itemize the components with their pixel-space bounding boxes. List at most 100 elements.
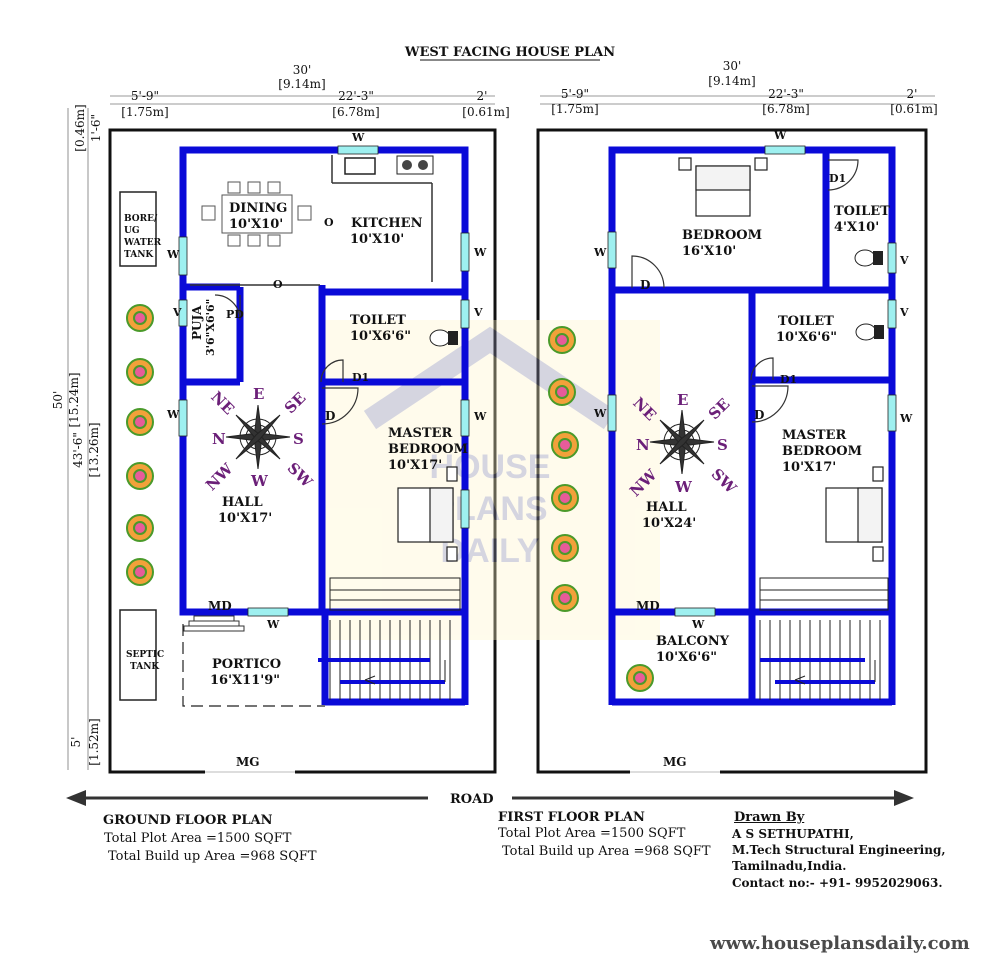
first-mg-label: MG bbox=[663, 755, 687, 769]
ground-mg-label: MG bbox=[236, 755, 260, 769]
ground-d1-label: D1 bbox=[352, 371, 370, 384]
first-walls bbox=[608, 146, 896, 706]
w-label: W bbox=[474, 410, 487, 423]
first-plot-area: Total Plot Area =1500 SQFT bbox=[498, 826, 686, 841]
w-label: W bbox=[267, 618, 280, 631]
first-d-label: D bbox=[640, 278, 651, 292]
v-label: V bbox=[173, 306, 182, 319]
ground-kitchen-size: 10'X10' bbox=[350, 232, 405, 247]
dim-top-ft: 1'-6" bbox=[89, 114, 103, 142]
dim-top-m: [0.46m] bbox=[73, 104, 87, 151]
v-label: V bbox=[474, 306, 483, 319]
first-toilet-size: 10'X6'6" bbox=[776, 330, 838, 345]
first-d2-label: D bbox=[754, 408, 765, 422]
first-caption: FIRST FLOOR PLAN bbox=[498, 810, 645, 825]
first-staircase bbox=[759, 577, 889, 700]
dim-inner-m: [13.26m] bbox=[87, 422, 101, 477]
first-toilet-a-label: TOILET bbox=[834, 204, 890, 219]
ground-caption: GROUND FLOOR PLAN bbox=[103, 813, 273, 828]
ground-hall-label: HALL bbox=[222, 495, 263, 510]
puja-door: PD bbox=[226, 308, 244, 321]
first-plot-boundary bbox=[536, 128, 928, 774]
first-build-area: Total Build up Area =968 SQFT bbox=[502, 844, 711, 859]
ground-doors bbox=[214, 294, 359, 425]
svg-text:[0.61m]: [0.61m] bbox=[890, 102, 937, 116]
dim-bottom-ft: 5' bbox=[69, 737, 83, 748]
puja-size: 3'6"X6'6" bbox=[204, 298, 217, 356]
first-master-label-2: BEDROOM bbox=[782, 444, 863, 459]
w-label: W bbox=[352, 131, 365, 144]
first-d1-label: D1 bbox=[780, 373, 798, 386]
first-windows bbox=[607, 145, 897, 617]
plant-icon bbox=[551, 534, 579, 562]
first-toilet-label: TOILET bbox=[778, 314, 834, 329]
author-qualification: M.Tech Structural Engineering, bbox=[732, 843, 946, 857]
first-toilet-icons bbox=[854, 249, 884, 341]
compass-s: S bbox=[717, 436, 728, 454]
o-label: O bbox=[324, 216, 334, 229]
compass-w: W bbox=[675, 478, 692, 496]
puja-label: PUJA bbox=[190, 305, 204, 340]
bore-tank-box bbox=[119, 191, 157, 267]
plan-title: WEST FACING HOUSE PLAN bbox=[404, 45, 615, 60]
ground-master-size: 10'X17' bbox=[388, 458, 443, 473]
w-label: W bbox=[474, 246, 487, 259]
first-bedroom-size: 16'X10' bbox=[682, 244, 737, 259]
septic-label-2: TANK bbox=[130, 662, 160, 672]
dim-length-ft: 50' bbox=[51, 391, 65, 410]
first-master-label-1: MASTER bbox=[782, 428, 847, 443]
first-dimensions: 30' [9.14m] 5'-9" [1.75m] 22'-3" [6.78m]… bbox=[540, 59, 938, 116]
stove-icon bbox=[396, 155, 434, 175]
ground-windows bbox=[178, 145, 470, 617]
dim-mid-m: [6.78m] bbox=[332, 105, 379, 119]
plant-icon bbox=[126, 514, 154, 542]
compass-icon-first bbox=[649, 409, 715, 475]
author-name: A S SETHUPATHI, bbox=[732, 827, 854, 841]
svg-text:22'-3": 22'-3" bbox=[768, 87, 804, 101]
portico-size: 16'X11'9" bbox=[210, 673, 281, 688]
w-label: W bbox=[594, 407, 607, 420]
road-arrow bbox=[66, 790, 914, 806]
plant-icon bbox=[548, 378, 576, 406]
balcony-size: 10'X6'6" bbox=[656, 650, 718, 665]
ground-toilet-icon bbox=[429, 329, 458, 347]
plant-icon bbox=[626, 664, 654, 692]
balcony-label: BALCONY bbox=[656, 634, 730, 649]
dim-length-m: [15.24m] bbox=[67, 372, 81, 427]
v-label: V bbox=[900, 306, 909, 319]
plant-icon bbox=[548, 326, 576, 354]
compass-w: W bbox=[251, 472, 268, 490]
first-md-label: MD bbox=[636, 599, 660, 613]
septic-label-1: SEPTIC bbox=[126, 650, 165, 660]
first-bedroom-label: BEDROOM bbox=[682, 228, 763, 243]
plant-icon bbox=[126, 558, 154, 586]
first-bed-top-icon bbox=[678, 157, 768, 217]
dim-bottom-m: [1.52m] bbox=[87, 718, 101, 765]
dim-left-ft: 5'-9" bbox=[131, 89, 159, 103]
ground-plot-area: Total Plot Area =1500 SQFT bbox=[104, 831, 292, 846]
plant-icon bbox=[126, 304, 154, 332]
svg-text:[6.78m]: [6.78m] bbox=[762, 102, 809, 116]
first-hall-label: HALL bbox=[646, 500, 687, 515]
first-d1a-label: D1 bbox=[829, 172, 847, 185]
w-label: W bbox=[594, 246, 607, 259]
website-link[interactable]: www.houseplansdaily.com bbox=[710, 933, 970, 954]
dim-right-m: [0.61m] bbox=[462, 105, 509, 119]
ground-md-label: MD bbox=[208, 599, 232, 613]
first-doors bbox=[631, 159, 859, 423]
dim-width-m: [9.14m] bbox=[278, 77, 325, 91]
ground-dining-size: 10'X10' bbox=[229, 217, 284, 232]
bore-label-4: TANK bbox=[124, 250, 154, 260]
first-bed-master-icon bbox=[825, 466, 884, 562]
svg-text:[9.14m]: [9.14m] bbox=[708, 74, 755, 88]
dim-inner-ft: 43'-6" bbox=[71, 432, 85, 468]
w-label: W bbox=[692, 618, 705, 631]
plant-icon bbox=[126, 408, 154, 436]
ground-toilet-label: TOILET bbox=[350, 313, 406, 328]
o-label: O bbox=[273, 278, 283, 291]
septic-tank-box bbox=[119, 609, 157, 701]
watermark: HOUSE PLANS DAILY bbox=[320, 320, 660, 640]
portico-outline bbox=[182, 624, 325, 707]
first-master-size: 10'X17' bbox=[782, 460, 837, 475]
